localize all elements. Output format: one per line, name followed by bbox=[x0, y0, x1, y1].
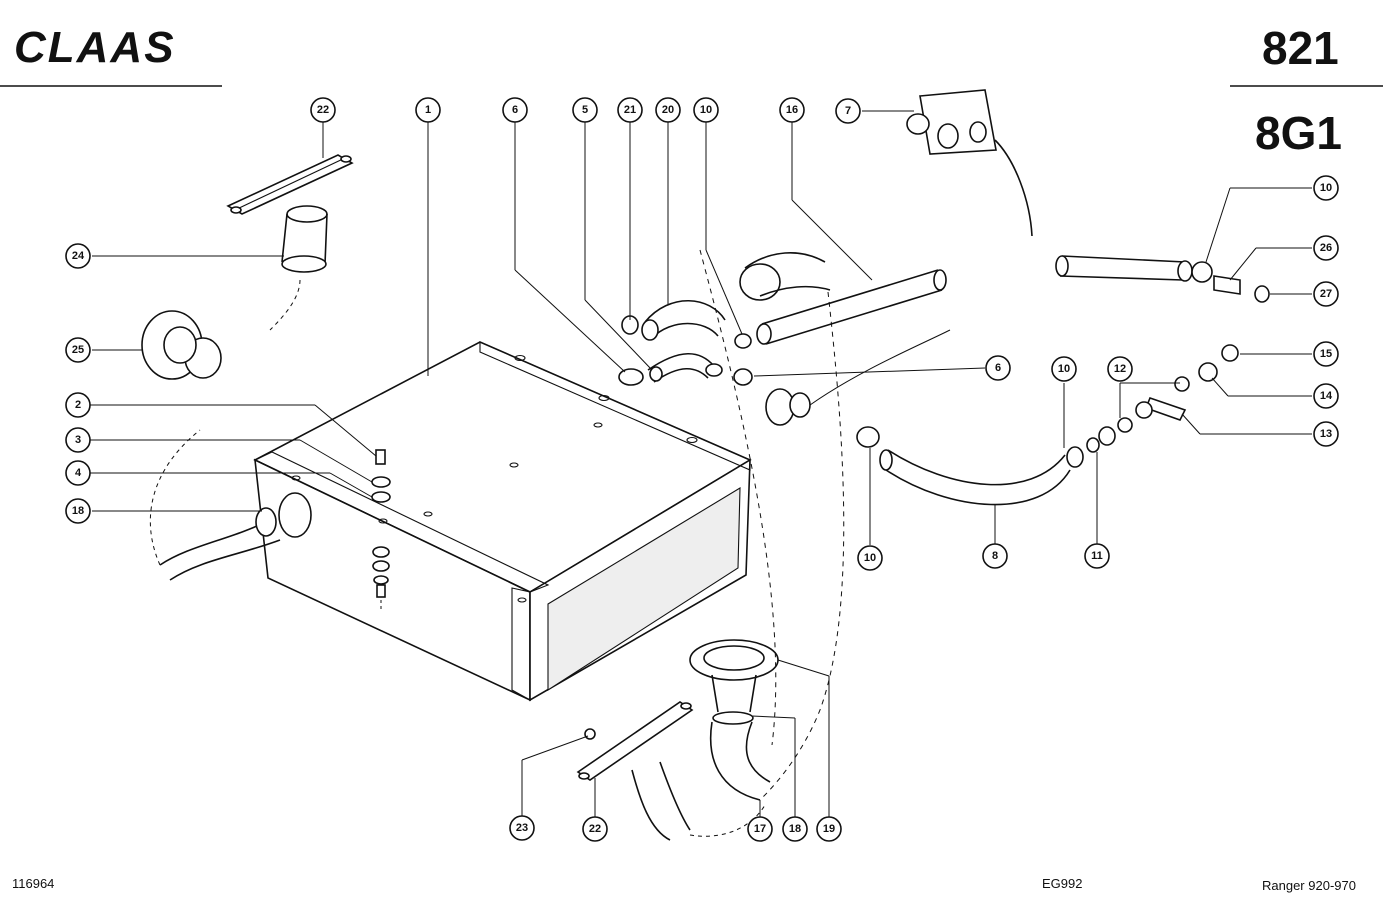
svg-text:10: 10 bbox=[864, 552, 876, 564]
svg-text:6: 6 bbox=[995, 362, 1001, 374]
leader-lines bbox=[84, 110, 1312, 828]
callout-1: 1 bbox=[415, 97, 441, 123]
brand-logo: CLAAS bbox=[14, 23, 176, 72]
svg-text:7: 7 bbox=[845, 105, 851, 117]
callout-5: 5 bbox=[572, 97, 598, 123]
svg-text:10: 10 bbox=[700, 104, 712, 116]
right-top-hose bbox=[1055, 255, 1270, 303]
callout-16: 16 bbox=[779, 97, 805, 123]
callout-6-top: 6 bbox=[502, 97, 528, 123]
top-rail bbox=[226, 154, 354, 215]
svg-text:27: 27 bbox=[1320, 288, 1332, 300]
svg-text:6: 6 bbox=[512, 104, 518, 116]
callout-17: 17 bbox=[747, 816, 773, 842]
bottom-rail bbox=[576, 701, 694, 781]
svg-text:10: 10 bbox=[1058, 363, 1070, 375]
hose-8 bbox=[879, 449, 1071, 506]
svg-text:3: 3 bbox=[75, 434, 81, 446]
footer: 116964 EG992 Ranger 920-970 bbox=[12, 876, 1356, 893]
hose-16 bbox=[756, 269, 947, 345]
svg-text:17: 17 bbox=[754, 823, 766, 835]
svg-text:21: 21 bbox=[624, 104, 636, 116]
svg-text:18: 18 bbox=[789, 823, 801, 835]
callout-15: 15 bbox=[1313, 341, 1339, 367]
callout-22-top: 22 bbox=[310, 97, 336, 123]
valve-7 bbox=[906, 89, 1033, 237]
svg-text:19: 19 bbox=[823, 823, 835, 835]
callout-10-top: 10 bbox=[693, 97, 719, 123]
svg-text:4: 4 bbox=[75, 467, 82, 479]
dashed-guides bbox=[699, 249, 845, 801]
svg-text:22: 22 bbox=[317, 104, 329, 116]
callout-18-left: 18 bbox=[65, 498, 91, 524]
callout-11: 11 bbox=[1084, 543, 1110, 569]
svg-text:12: 12 bbox=[1114, 363, 1126, 375]
heat-exchanger-box bbox=[253, 341, 752, 702]
svg-text:5: 5 bbox=[582, 104, 588, 116]
callout-26: 26 bbox=[1313, 235, 1339, 261]
page-number: 821 bbox=[1262, 22, 1339, 74]
corrugated-hose-top bbox=[739, 252, 831, 301]
callout-25: 25 bbox=[65, 337, 91, 363]
callout-2: 2 bbox=[65, 392, 91, 418]
svg-text:16: 16 bbox=[786, 104, 798, 116]
bottom-hoses bbox=[631, 639, 779, 841]
svg-text:23: 23 bbox=[516, 822, 528, 834]
drawing-number: 116964 bbox=[12, 876, 54, 891]
callout-24: 24 bbox=[65, 243, 91, 269]
callout-21: 21 bbox=[617, 97, 643, 123]
svg-text:25: 25 bbox=[72, 344, 84, 356]
callout-23: 23 bbox=[509, 815, 535, 841]
callout-20: 20 bbox=[655, 97, 681, 123]
svg-text:14: 14 bbox=[1320, 390, 1333, 402]
svg-text:20: 20 bbox=[662, 104, 674, 116]
hose-24 bbox=[269, 205, 328, 331]
center-hoses bbox=[618, 300, 753, 386]
svg-text:10: 10 bbox=[1320, 182, 1332, 194]
model-label: Ranger 920-970 bbox=[1262, 878, 1356, 893]
callout-8: 8 bbox=[982, 543, 1008, 569]
callout-18-bottom: 18 bbox=[782, 816, 808, 842]
callout-6-right: 6 bbox=[985, 355, 1011, 381]
svg-text:8: 8 bbox=[992, 550, 998, 562]
svg-text:13: 13 bbox=[1320, 428, 1332, 440]
right-fittings bbox=[1066, 344, 1239, 468]
callout-4: 4 bbox=[65, 460, 91, 486]
callout-7: 7 bbox=[835, 98, 861, 124]
group-code: 8G1 bbox=[1255, 107, 1342, 159]
svg-text:2: 2 bbox=[75, 399, 81, 411]
callout-27: 27 bbox=[1313, 281, 1339, 307]
svg-text:24: 24 bbox=[72, 250, 85, 262]
svg-text:15: 15 bbox=[1320, 348, 1332, 360]
svg-text:18: 18 bbox=[72, 505, 84, 517]
nozzle-25 bbox=[141, 310, 222, 380]
svg-text:26: 26 bbox=[1320, 242, 1332, 254]
center-nozzle bbox=[765, 329, 951, 426]
callout-10-mid: 10 bbox=[1051, 356, 1077, 382]
callout-22-bottom: 22 bbox=[582, 816, 608, 842]
callout-labels: 22 1 6 5 21 20 10 16 7 10 26 27 24 25 15… bbox=[65, 97, 1339, 842]
callout-13: 13 bbox=[1313, 421, 1339, 447]
callout-3: 3 bbox=[65, 427, 91, 453]
fastener-stack bbox=[371, 449, 391, 610]
callout-19: 19 bbox=[816, 816, 842, 842]
header: CLAAS 821 8G1 bbox=[0, 22, 1383, 159]
svg-text:11: 11 bbox=[1091, 550, 1103, 562]
svg-text:22: 22 bbox=[589, 823, 601, 835]
callout-14: 14 bbox=[1313, 383, 1339, 409]
callout-10-right-top: 10 bbox=[1313, 175, 1339, 201]
svg-text:1: 1 bbox=[425, 104, 431, 116]
clamp-10 bbox=[856, 426, 880, 448]
callout-10-bottom: 10 bbox=[857, 545, 883, 571]
left-corrugated-hose bbox=[149, 429, 312, 581]
callout-12: 12 bbox=[1107, 356, 1133, 382]
reference-code: EG992 bbox=[1042, 876, 1082, 891]
